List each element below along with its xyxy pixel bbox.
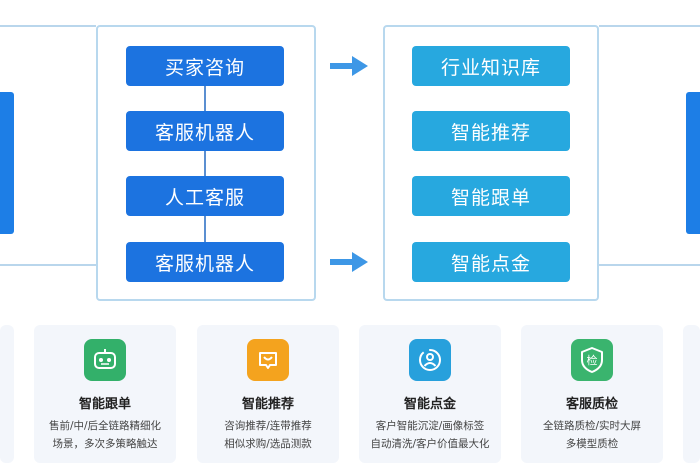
card-desc-line: 场景，多次多策略触达 [52, 438, 158, 450]
smart-followup-box: 智能跟单 [412, 176, 570, 216]
card-title: 智能点金 [403, 397, 456, 412]
feature-card-inspection: 检 客服质检 全链路质检/实时大屏 多模型质检 [521, 325, 663, 463]
vertical-connector [204, 86, 206, 260]
service-robot-box: 客服机器人 [126, 111, 284, 151]
card-desc-line: 客户智能沉淀/画像标签 [375, 420, 485, 432]
card-desc-line: 多模型质检 [565, 438, 619, 450]
card-desc-line: 自动清洗/客户价值最大化 [370, 438, 490, 450]
card-description: 客户智能沉淀/画像标签 自动清洗/客户价值最大化 [359, 417, 501, 453]
connector-line [599, 264, 700, 266]
card-description: 咨询推荐/连带推荐 相似求购/选品测款 [197, 417, 339, 453]
card-desc-line: 售前/中/后全链路精细化 [48, 420, 162, 432]
human-service-box: 人工客服 [126, 176, 284, 216]
industry-knowledge-box: 行业知识库 [412, 46, 570, 86]
card-desc-line: 全链路质检/实时大屏 [542, 420, 642, 432]
feature-card-gold: 智能点金 客户智能沉淀/画像标签 自动清洗/客户价值最大化 [359, 325, 501, 463]
card-title: 智能跟单 [78, 397, 131, 412]
card-desc-line: 相似求购/选品测款 [224, 438, 312, 450]
smart-recommend-box: 智能推荐 [412, 111, 570, 151]
robot-icon [84, 339, 126, 381]
user-scan-icon [409, 339, 451, 381]
smart-gold-box: 智能点金 [412, 242, 570, 282]
arrow-right-icon [330, 56, 368, 76]
feature-card-followup: 智能跟单 售前/中/后全链路精细化 场景，多次多策略触达 [34, 325, 176, 463]
shopping-bag-icon [247, 339, 289, 381]
connector-line [0, 25, 96, 27]
right-edge-box [686, 92, 700, 234]
card-title: 客服质检 [565, 397, 618, 412]
connector-line [599, 25, 700, 27]
buyer-inquiry-box: 买家咨询 [126, 46, 284, 86]
card-title: 智能推荐 [241, 397, 294, 412]
card-desc-line: 咨询推荐/连带推荐 [224, 420, 312, 432]
inspection-icon: 检 [571, 339, 613, 381]
feature-card-recommend: 智能推荐 咨询推荐/连带推荐 相似求购/选品测款 [197, 325, 339, 463]
service-robot-box-2: 客服机器人 [126, 242, 284, 282]
card-description: 售前/中/后全链路精细化 场景，多次多策略触达 [34, 417, 176, 453]
left-edge-box [0, 92, 14, 234]
card-description: 全链路质检/实时大屏 多模型质检 [521, 417, 663, 453]
svg-text:检: 检 [587, 353, 598, 367]
partial-card-right [683, 325, 700, 463]
arrow-right-icon [330, 252, 368, 272]
partial-card-left [0, 325, 14, 463]
connector-line [0, 264, 96, 266]
